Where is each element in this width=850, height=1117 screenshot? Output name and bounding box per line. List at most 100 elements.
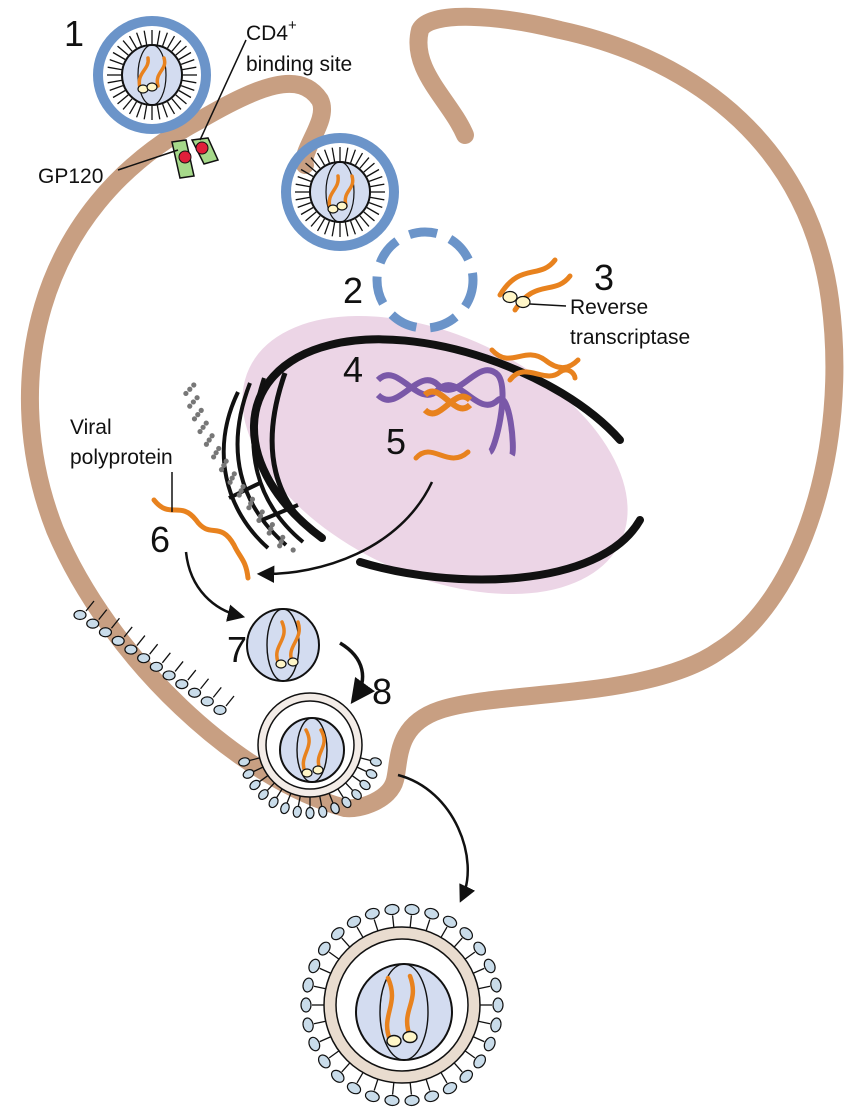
protein-stalk — [337, 788, 344, 798]
envelope-spike — [156, 105, 161, 120]
ribosome — [190, 399, 196, 405]
rt-pointer-line — [529, 303, 567, 307]
envelope-spike — [305, 211, 317, 222]
surface-protein — [268, 796, 279, 809]
surface-protein — [424, 1090, 440, 1103]
arrow-budding-to-release — [397, 773, 476, 903]
surface-protein — [364, 1090, 380, 1103]
protein-stalk — [297, 795, 301, 807]
step-6-label: 6 — [150, 519, 170, 560]
envelope-spike — [117, 94, 129, 105]
capsid-step7 — [246, 608, 320, 682]
protein-stalk — [356, 1072, 364, 1084]
envelope-spike — [117, 45, 129, 56]
envelope-spike — [161, 103, 169, 118]
envelope-spike — [359, 215, 370, 227]
lipid-tail — [200, 678, 210, 690]
surface-protein — [238, 757, 251, 767]
ribosome — [256, 517, 262, 523]
step-3-label: 3 — [594, 257, 614, 298]
ribosome — [259, 509, 265, 515]
envelope-spike — [354, 152, 364, 166]
polyprotein-label: polyprotein — [70, 446, 173, 469]
virion-step1 — [93, 16, 211, 134]
envelope-spike — [316, 152, 326, 166]
envelope-spike — [122, 98, 133, 110]
ribosome — [257, 513, 264, 519]
ribosome-dots — [183, 382, 296, 553]
lipid-tail — [212, 686, 222, 698]
envelope-spike — [344, 147, 349, 162]
envelope-spike — [182, 79, 197, 84]
envelope-spike — [175, 45, 187, 56]
lipid-head — [149, 661, 163, 672]
cd4-label: CD4+ — [246, 17, 297, 45]
protein-stalk — [373, 1078, 379, 1091]
envelope-spike — [297, 201, 312, 209]
lipid-head — [187, 687, 202, 698]
protein-stalk — [286, 793, 292, 803]
surface-protein — [483, 958, 496, 974]
step-7-label: 7 — [227, 629, 247, 670]
surface-protein — [305, 806, 315, 820]
protein-stalk — [259, 775, 269, 782]
ribosome — [211, 454, 217, 460]
lipid-head — [73, 609, 87, 621]
surface-protein — [442, 1081, 458, 1095]
surface-protein — [249, 779, 261, 791]
step-8-label: 8 — [372, 671, 392, 712]
protein-stalk — [253, 766, 264, 772]
envelope-spike — [363, 162, 375, 173]
ribosome — [231, 471, 237, 477]
ribosome — [223, 458, 229, 464]
surface-protein — [459, 1069, 474, 1083]
protein-stalk — [464, 1050, 476, 1059]
ribosome — [209, 433, 215, 439]
envelope-spike — [178, 51, 192, 61]
lipid-head — [86, 618, 100, 629]
lipid-head — [162, 670, 176, 681]
protein-stalk — [319, 795, 323, 807]
arrow-nucleus-to-er — [256, 481, 434, 583]
protein-stalk — [356, 926, 364, 938]
surface-protein — [442, 915, 458, 929]
cd4-pointer-line — [199, 39, 247, 141]
lipid-head — [200, 696, 214, 707]
ribosome — [229, 475, 235, 481]
ribosome — [277, 543, 283, 549]
lipid-head — [137, 653, 151, 664]
envelope-spike — [143, 105, 148, 120]
gp120-pointer-line — [117, 149, 179, 171]
envelope-spike — [156, 30, 161, 45]
binding-site-label: binding site — [246, 53, 352, 76]
envelope-spike — [370, 196, 385, 201]
ribosome — [218, 467, 225, 473]
surface-protein — [302, 1017, 314, 1033]
surface-protein — [404, 903, 420, 916]
envelope-spike — [109, 84, 124, 92]
lipid-head — [98, 627, 113, 638]
envelope-spike — [135, 103, 143, 118]
surface-protein — [330, 927, 345, 941]
protein-stalk — [453, 1062, 463, 1073]
surface-protein — [384, 1094, 400, 1107]
envelope-spike — [349, 149, 357, 164]
ribosome — [236, 492, 242, 498]
protein-stalk — [472, 1036, 485, 1043]
envelope-spike — [128, 35, 138, 49]
protein-stalk — [319, 967, 332, 974]
protein-stalk — [341, 1062, 351, 1073]
envelope-spike — [344, 222, 349, 237]
envelope-spike — [331, 147, 336, 162]
envelope-spike — [166, 35, 176, 49]
ribosome — [227, 479, 233, 485]
surface-protein — [330, 1069, 345, 1083]
ribosome — [221, 462, 227, 468]
ribosome — [248, 500, 254, 507]
surface-protein — [473, 941, 487, 956]
surface-protein — [404, 1094, 420, 1107]
protein-stalk — [341, 937, 351, 948]
surface-protein — [300, 997, 312, 1013]
